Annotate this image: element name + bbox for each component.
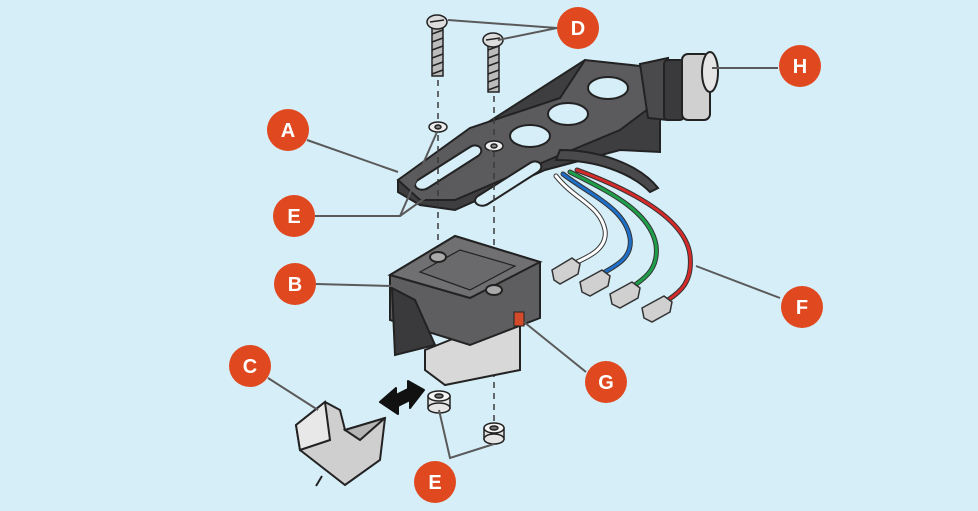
- connector-collar: [638, 51, 719, 122]
- double-arrow-icon: [379, 380, 425, 415]
- connector-clip-blue: [579, 269, 611, 297]
- stylus-assembly: [294, 400, 387, 487]
- mounting-slot-left: [414, 144, 483, 191]
- callout-e-lower-label: E: [428, 472, 441, 494]
- callout-h: H: [779, 45, 821, 87]
- callout-d: D: [557, 7, 599, 49]
- callout-g: G: [585, 361, 627, 403]
- finger-lift: [554, 148, 660, 194]
- headshell-hole-3: [587, 76, 629, 100]
- callout-h-label: H: [793, 56, 807, 78]
- lead-wires: [553, 167, 693, 303]
- mounting-screws: [426, 14, 504, 93]
- callout-c: C: [229, 345, 271, 387]
- cartridge: [387, 234, 543, 387]
- leader-lines: [267, 19, 781, 460]
- cartridge-output-pins: [513, 311, 525, 327]
- headshell-hole-2: [547, 102, 589, 126]
- callout-e-lower: E: [414, 461, 456, 503]
- nut-lower-right: [483, 422, 505, 445]
- screw-right: [482, 32, 504, 93]
- callout-b: B: [274, 263, 316, 305]
- callout-a: A: [267, 109, 309, 151]
- screw-left: [426, 14, 448, 77]
- upper-washers: [428, 121, 504, 152]
- callout-f: F: [781, 286, 823, 328]
- callout-a-label: A: [281, 120, 295, 142]
- callout-b-label: B: [288, 274, 302, 296]
- lower-nuts: [427, 390, 505, 445]
- callout-e-upper-label: E: [287, 206, 300, 228]
- nut-lower-left: [427, 390, 451, 414]
- connector-clip-red: [641, 295, 673, 323]
- connector-clip-green: [609, 281, 641, 309]
- headshell-hole-1: [509, 124, 551, 148]
- callout-f-label: F: [796, 297, 808, 319]
- alignment-lines: [437, 80, 495, 440]
- callout-d-label: D: [571, 18, 585, 40]
- stylus-cantilever: [315, 475, 323, 487]
- callout-c-label: C: [243, 356, 257, 378]
- connector-clip-white: [551, 257, 581, 285]
- attach-arrow: [379, 380, 425, 415]
- headshell: [396, 58, 662, 212]
- wire-connectors: [551, 257, 673, 323]
- callout-g-label: G: [598, 372, 614, 394]
- callout-e-upper: E: [273, 195, 315, 237]
- mounting-slot-right: [474, 160, 543, 207]
